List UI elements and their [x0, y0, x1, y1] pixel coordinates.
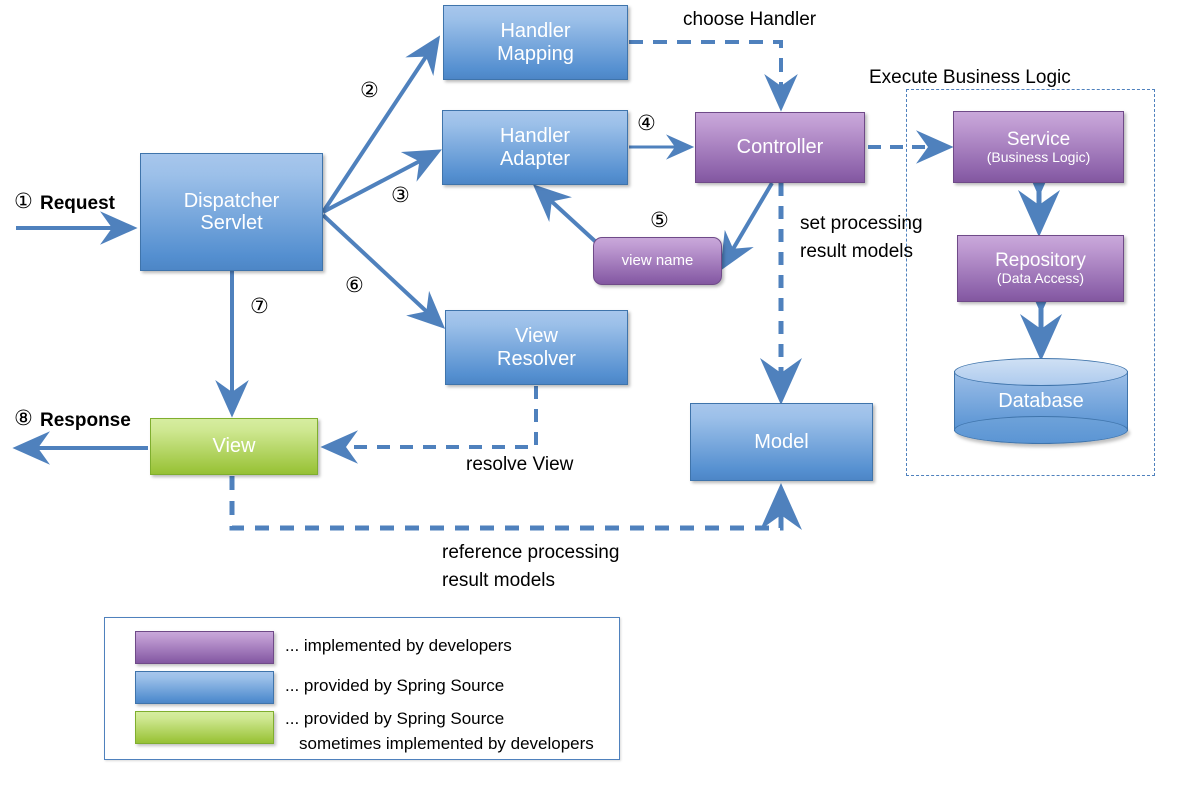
step-number-8: ⑧	[14, 407, 33, 430]
node-handler-adapter[interactable]: Handler Adapter	[442, 110, 628, 185]
node-label: Adapter	[499, 147, 571, 170]
dashed-resolve-view	[320, 386, 538, 464]
node-label: Dispatcher	[183, 189, 280, 212]
node-view[interactable]: View	[150, 418, 318, 475]
legend-label-green-line1: ... provided by Spring Source	[285, 709, 505, 728]
node-label: View	[515, 325, 558, 348]
arrow-controller-to-viewname	[720, 181, 774, 271]
node-label: Handler	[499, 125, 571, 148]
legend-swatch-blue	[135, 671, 274, 704]
node-database[interactable]: Database	[954, 358, 1128, 444]
node-label: Resolver	[497, 347, 576, 370]
legend-label-purple: ... implemented by developers	[285, 636, 512, 655]
node-sublabel: (Data Access)	[996, 270, 1085, 287]
node-label: Repository	[995, 250, 1086, 272]
cylinder-bottom	[954, 416, 1128, 444]
label-reference-line1: reference processing	[442, 542, 620, 563]
legend-label-green-line2: sometimes implemented by developers	[299, 734, 594, 753]
arrow-step2-handler-mapping	[321, 35, 441, 214]
step-number-1: ①	[14, 190, 33, 213]
label-execute-business-logic: Execute Business Logic	[869, 67, 1071, 88]
node-label: Controller	[736, 136, 824, 159]
arrow-step6-view-resolver	[321, 213, 446, 329]
node-label: Servlet	[200, 212, 263, 234]
label-resolve-view: resolve View	[466, 454, 574, 475]
label-response: Response	[40, 410, 131, 431]
legend-label-blue: ... provided by Spring Source	[285, 676, 505, 695]
label-choose-handler: choose Handler	[683, 9, 817, 30]
node-sublabel: (Business Logic)	[986, 148, 1091, 165]
step-number-4: ④	[637, 112, 656, 135]
node-controller[interactable]: Controller	[695, 112, 865, 183]
node-label: Handler	[500, 20, 571, 43]
node-view-name[interactable]: view name	[593, 237, 722, 285]
cylinder-top	[954, 358, 1128, 386]
node-label: Database	[998, 389, 1084, 412]
step-number-3: ③	[391, 184, 410, 207]
arrow-step5-viewname-to-adapter	[532, 184, 599, 245]
execute-business-logic-container	[906, 89, 1155, 476]
node-label: Mapping	[497, 42, 574, 65]
step-number-6: ⑥	[345, 274, 364, 297]
label-set-processing-line1: set processing	[800, 213, 923, 234]
node-label: Service	[1006, 128, 1071, 150]
dashed-choose-handler	[629, 40, 798, 112]
node-dispatcher-servlet[interactable]: Dispatcher Servlet	[140, 153, 323, 271]
node-label: view name	[621, 251, 694, 269]
label-reference-line2: result models	[442, 570, 555, 591]
dashed-reference-result-models	[229, 476, 802, 531]
arrow-step3-handler-adapter	[322, 149, 442, 214]
label-request: Request	[40, 193, 115, 214]
label-set-processing-line2: result models	[800, 241, 913, 262]
node-model[interactable]: Model	[690, 403, 873, 481]
node-handler-mapping[interactable]: Handler Mapping	[443, 5, 628, 80]
node-repository[interactable]: Repository (Data Access)	[957, 235, 1124, 302]
node-service[interactable]: Service (Business Logic)	[953, 111, 1124, 183]
legend-box: ... implemented by developers ... provid…	[104, 617, 620, 760]
step-number-5: ⑤	[650, 209, 669, 232]
step-number-2: ②	[360, 79, 379, 102]
legend-swatch-green	[135, 711, 274, 744]
node-label: View	[212, 435, 256, 458]
legend-swatch-purple	[135, 631, 274, 664]
node-view-resolver[interactable]: View Resolver	[445, 310, 628, 385]
step-number-7: ⑦	[250, 295, 269, 318]
node-label: Model	[754, 430, 809, 453]
